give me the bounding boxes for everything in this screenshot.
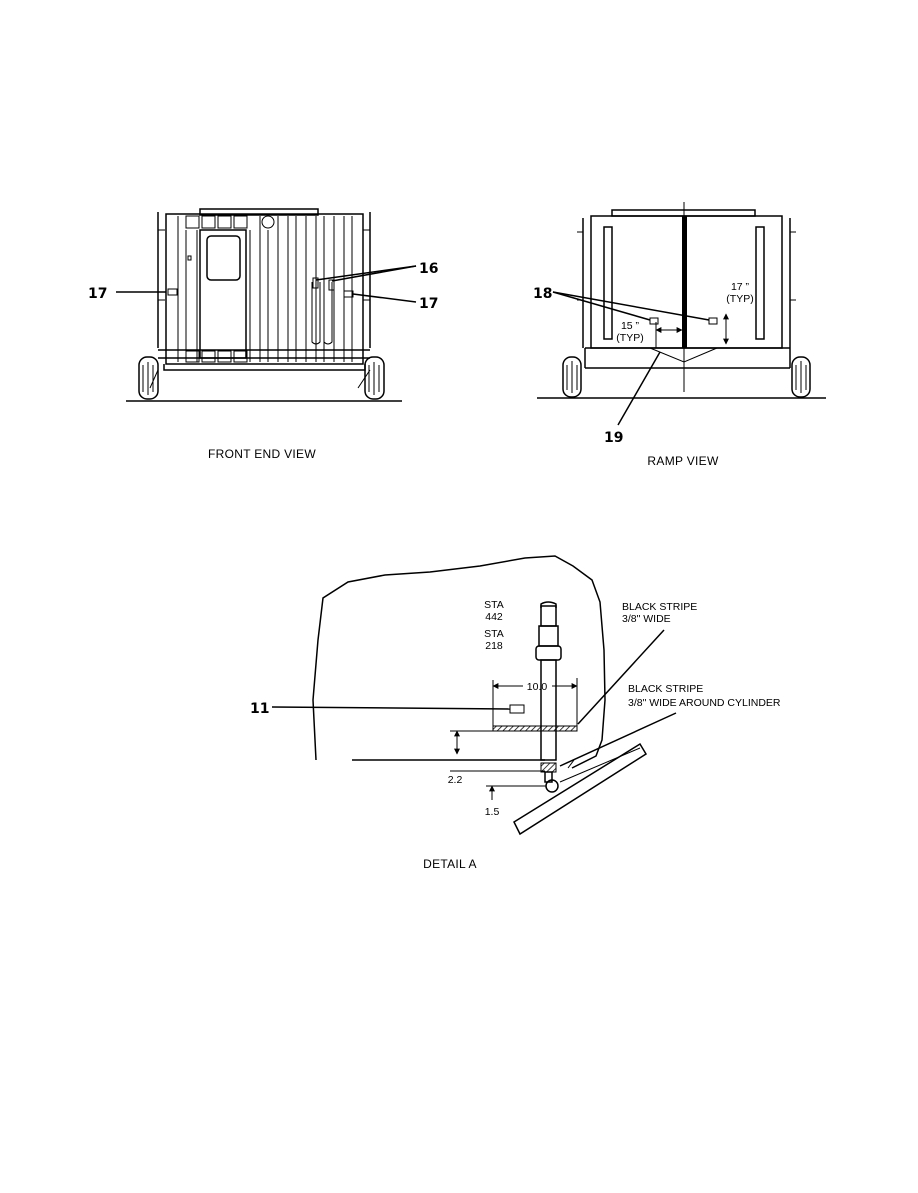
front-body-panel xyxy=(165,213,364,365)
cylinder-rod xyxy=(540,659,557,761)
front-side-frames xyxy=(157,212,371,348)
ramp-lower-v xyxy=(649,347,718,363)
callout-17-left: 17 xyxy=(88,286,107,302)
ramp-wheel-left-tread xyxy=(566,361,578,393)
ramp-arm-inner-line xyxy=(559,747,641,783)
front-wheel-left-tread xyxy=(142,362,154,395)
front-wheel-left xyxy=(138,356,159,400)
front-end-view: 17 17 16 FRONT END VIEW xyxy=(88,208,438,461)
front-bottom-boxes xyxy=(185,350,248,363)
ramp-dim-17-note: (TYP) xyxy=(726,293,753,305)
callout-18-leader-a xyxy=(552,291,651,321)
ramp-left-rail xyxy=(603,226,613,340)
ramp-center-seam xyxy=(682,216,687,348)
part-11-light xyxy=(509,704,525,714)
callout-11: 11 xyxy=(250,701,269,717)
ramp-view-caption: RAMP VIEW xyxy=(647,454,719,468)
stripe-2-line-1: BLACK STRIPE xyxy=(628,683,703,695)
ramp-light-18-left xyxy=(649,317,659,325)
front-door-handle xyxy=(187,255,192,261)
stripe-1-leader xyxy=(577,629,665,725)
ramp-dim-15-note: (TYP) xyxy=(616,332,643,344)
ramp-arm xyxy=(513,742,648,836)
front-light-16a xyxy=(312,277,319,289)
ramp-lower-frame xyxy=(584,347,791,369)
ramp-dim-17-value: 17 ” xyxy=(731,281,750,293)
detail-a-breakout-outline xyxy=(312,555,606,769)
front-lower-frame xyxy=(158,349,370,359)
callout-19-leader xyxy=(617,351,661,426)
station-value-442: 442 xyxy=(485,611,503,623)
front-wheel-struts xyxy=(149,369,371,389)
front-roof-cap xyxy=(199,208,319,216)
front-light-16b xyxy=(328,279,335,291)
ramp-right-rail xyxy=(755,226,765,340)
station-label-1: STA xyxy=(484,599,504,611)
callout-18: 18 xyxy=(533,286,552,302)
front-end-view-caption: FRONT END VIEW xyxy=(208,447,316,461)
station-value-218: 218 xyxy=(485,640,503,652)
callout-16-leader-b xyxy=(331,265,417,282)
front-wheel-right-tread xyxy=(368,362,380,395)
front-tank-shapes xyxy=(311,282,333,345)
station-label-2: STA xyxy=(484,628,504,640)
stripe-1-line-2: 3/8" WIDE xyxy=(622,613,671,625)
ramp-dim-15-value: 15 ” xyxy=(621,320,640,332)
ramp-wheel-right xyxy=(791,356,811,398)
ramp-view: 17 ” (TYP) 15 ” (TYP) 18 19 RAMP VIEW xyxy=(533,202,826,468)
cylinder-upper-body xyxy=(538,625,559,647)
ramp-side-frames xyxy=(582,218,791,348)
detail-a: 11 STA 442 STA 218 10.0 2.2 1.5 BLACK ST… xyxy=(250,555,781,871)
detail-a-caption: DETAIL A xyxy=(423,857,477,871)
callout-17-right: 17 xyxy=(419,296,438,312)
dim-10-value: 10.0 xyxy=(527,681,548,693)
stripe-2-leader xyxy=(559,712,677,767)
callout-11-leader xyxy=(271,706,511,710)
cylinder-top-body xyxy=(540,605,557,627)
ramp-wheel-left xyxy=(562,356,582,398)
ramp-light-18-right xyxy=(708,317,718,325)
front-frame-brackets xyxy=(158,229,370,301)
callout-17-right-leader xyxy=(352,293,417,303)
front-light-17-left xyxy=(167,288,178,296)
stripe-2-line-2: 3/8" WIDE AROUND CYLINDER xyxy=(628,697,781,709)
front-door-window xyxy=(206,235,241,281)
cylinder-collar xyxy=(535,645,562,661)
black-stripe-bar xyxy=(492,725,578,732)
callout-16: 16 xyxy=(419,261,438,277)
cylinder-cap xyxy=(540,601,557,608)
stripe-1-line-1: BLACK STRIPE xyxy=(622,601,697,613)
callout-19: 19 xyxy=(604,430,623,446)
callout-18-leader-b xyxy=(552,291,710,321)
dim-2-2-value: 2.2 xyxy=(448,774,463,786)
front-top-boxes xyxy=(185,215,275,229)
dim-1-5-value: 1.5 xyxy=(485,806,500,818)
front-chassis xyxy=(163,364,366,371)
ramp-wheel-right-tread xyxy=(795,361,807,393)
front-vertical-ribs xyxy=(177,216,353,362)
detail-a-small-mark xyxy=(567,759,575,769)
